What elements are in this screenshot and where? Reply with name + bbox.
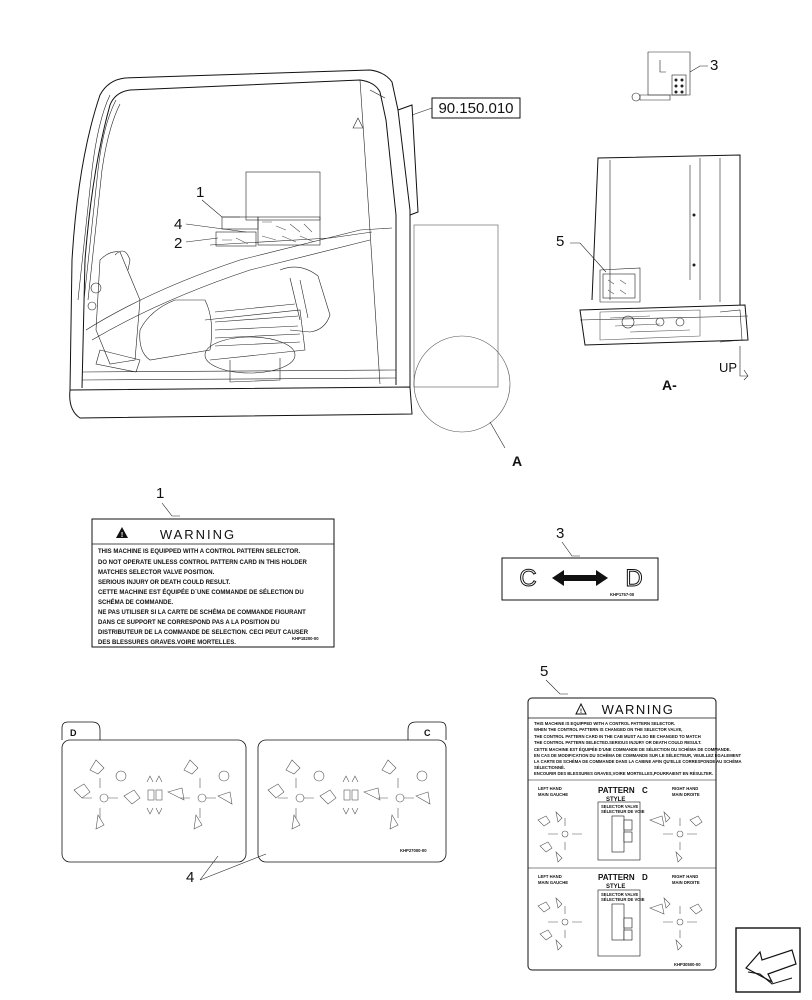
right-hand-label-c: RIGHT HAND <box>672 786 698 791</box>
decal-4-right-tab: C <box>424 728 431 738</box>
decal-5-line: CETTE MACHINE EST ÉQUIPÉE D'UNE COMMANDE… <box>534 747 731 752</box>
decal-1-line: THIS MACHINE IS EQUIPPED WITH A CONTROL … <box>98 549 300 555</box>
decal-1-line: DO NOT OPERATE UNLESS CONTROL PATTERN CA… <box>98 560 308 566</box>
decal-3-right-letter: D <box>625 565 642 592</box>
decal-5-line: SÉLECTIONNÉ. <box>534 765 565 770</box>
decal-4-left-tab: D <box>70 728 77 738</box>
svg-text:!: ! <box>580 709 582 715</box>
callout-5-upper: 5 <box>556 233 564 250</box>
pattern-letter-d: D <box>642 873 648 882</box>
right-hand-label-d: RIGHT HAND <box>672 874 698 879</box>
decal-3-code: KHP1757-00 <box>610 592 635 597</box>
decal-5-line: WHEN THE CONTROL PATTERN IS CHANGED ON T… <box>534 727 682 732</box>
right-hand-fr-label-d: MAIN DROITE <box>672 880 700 885</box>
decal-5-code: KHP30500-00 <box>674 962 701 967</box>
callout-leaders <box>185 65 708 273</box>
decal-1-line: CETTE MACHINE EST ÉQUIPÉE D´UNE COMMANDE… <box>98 588 304 596</box>
decal-5-line: LA CARTE DE SCHÉMA DE COMMANDE DANS LA C… <box>534 759 742 764</box>
up-label: UP <box>719 360 737 375</box>
warning-triangle-icon <box>575 702 587 715</box>
navigation-arrow-icon[interactable] <box>735 927 801 993</box>
left-hand-label-c: LEFT HAND <box>538 786 562 791</box>
callout-1-upper: 1 <box>196 184 204 201</box>
reference-number: 90.150.010 <box>438 100 513 117</box>
view-a-label: A- <box>662 377 677 393</box>
decal-5-warning-label: ! WARNING THIS MACHINE IS EQUIPPED WITH … <box>527 697 742 971</box>
decal-1-code: KHP18200-00 <box>292 636 319 641</box>
selector-valve-label-d: SELECTOR VALVE <box>601 892 638 897</box>
pattern-label-c: PATTERN <box>598 786 635 795</box>
decal-1-line: SCHÉMA DE COMMANDE. <box>98 598 173 606</box>
decal-1-line: MATCHES SELECTOR VALVE POSITION. <box>98 570 215 576</box>
selector-valve-fr-label-c: SÉLECTEUR DE VOIE <box>601 809 645 814</box>
selector-holder-drawing <box>631 51 691 102</box>
decal-1-line: DISTRIBUTEUR DE LA COMMANDE DE SELECTION… <box>98 630 309 636</box>
callout-4-lower: 4 <box>186 869 194 886</box>
decal-3-left-letter: C <box>519 565 536 592</box>
callout-3-lower: 3 <box>556 525 564 542</box>
cab-drawing <box>69 69 511 449</box>
decal-5-line: THIS MACHINE IS EQUIPPED WITH A CONTROL … <box>534 721 675 726</box>
reference-box <box>431 97 521 119</box>
double-arrow-icon <box>552 570 608 586</box>
callout-3-upper: 3 <box>710 57 718 74</box>
callout-1-lower: 1 <box>156 485 164 502</box>
right-hand-fr-label-c: MAIN DROITE <box>672 792 700 797</box>
selector-valve-label-c: SELECTOR VALVE <box>601 804 638 809</box>
decal-5-line: THE CONTROL PATTERN SELECTED.SERIOUS INJ… <box>534 740 701 745</box>
detail-a-label: A <box>512 453 522 469</box>
decal-5-line: EN CAS DE MODIFICATION DU SCHÉMA DE COMM… <box>534 753 741 758</box>
decal-1-line: NE PAS UTILISER SI LA CARTE DE SCHÉMA DE… <box>98 608 306 616</box>
decal-5-line: THE CONTROL PATTERN CARD IN THE CAB MUST… <box>534 734 701 739</box>
decal-5-heading: WARNING <box>602 702 675 717</box>
callout-5-lower: 5 <box>540 663 548 680</box>
left-hand-label-d: LEFT HAND <box>538 874 562 879</box>
decal-1-heading: WARNING <box>160 527 236 542</box>
decal-1-line: DANS CE SUPPORT NE CORRESPOND PAS A LA P… <box>98 620 280 626</box>
style-label-d: STYLE <box>606 884 625 890</box>
style-label-c: STYLE <box>606 797 625 803</box>
pattern-letter-c: C <box>642 786 648 795</box>
decal-4-pattern-cards: D C KHP27000-00 <box>61 721 447 863</box>
decal-1-line: DES BLESSURES GRAVES.VOIRE MORTELLES. <box>98 640 236 646</box>
svg-text:!: ! <box>121 532 123 539</box>
callout-2: 2 <box>174 235 182 252</box>
decal-1-line: SERIOUS INJURY OR DEATH COULD RESULT. <box>98 580 230 586</box>
decal-5-line: ENCOURIR DES BLESSURES GRAVES,VOIRE MORT… <box>534 771 713 776</box>
selector-valve-fr-label-d: SÉLECTEUR DE VOIE <box>601 897 645 902</box>
decal-4-code: KHP27000-00 <box>400 848 427 853</box>
view-a-drawing <box>579 154 749 381</box>
left-hand-fr-label-d: MAIN GAUCHE <box>538 880 568 885</box>
pattern-label-d: PATTERN <box>598 873 635 882</box>
left-hand-fr-label-c: MAIN GAUCHE <box>538 792 568 797</box>
warning-triangle-icon <box>116 527 128 538</box>
decal-3-pattern-label: C D KHP1757-00 <box>501 557 659 601</box>
callout-4-upper: 4 <box>174 216 182 233</box>
decal-1-warning-label: ! WARNING THIS MACHINE IS EQUIPPED WITH … <box>91 518 335 648</box>
